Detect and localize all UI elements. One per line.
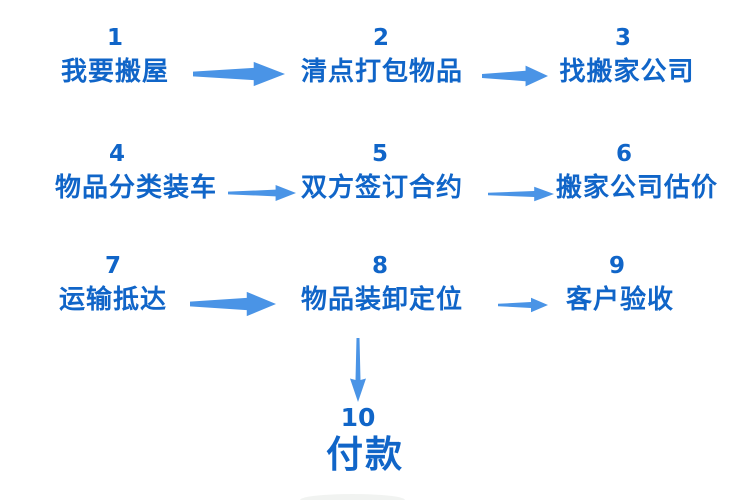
step-label-8: 物品装卸定位 (300, 285, 463, 315)
step-label-9: 客户验收 (565, 285, 674, 315)
arrow-down-icon (346, 338, 370, 402)
step-label-6: 搬家公司估价 (555, 173, 718, 203)
step-label-4: 物品分类装车 (54, 173, 217, 203)
step-number-5: 5 (371, 141, 388, 167)
step-number-7: 7 (104, 253, 121, 279)
arrow-right-icon (228, 183, 296, 203)
step-label-5: 双方签订合约 (300, 173, 463, 203)
step-number-6: 6 (615, 141, 632, 167)
step-number-3: 3 (614, 25, 631, 51)
step-number-4: 4 (108, 141, 125, 167)
arrow-right-icon (482, 64, 548, 88)
step-number-10: 10 (340, 403, 376, 432)
step-label-3: 找搬家公司 (559, 57, 695, 87)
arrow-right-icon (488, 185, 554, 203)
step-number-9: 9 (608, 253, 625, 279)
step-number-8: 8 (371, 253, 388, 279)
step-number-1: 1 (106, 25, 123, 51)
step-label-10: 付款 (326, 433, 404, 476)
cutoff-bottom-graphic (300, 494, 405, 500)
step-label-1: 我要搬屋 (60, 57, 169, 87)
arrow-right-icon (193, 60, 285, 88)
arrow-right-icon (498, 296, 548, 314)
step-number-2: 2 (372, 25, 389, 51)
arrow-right-icon (190, 290, 276, 318)
step-label-7: 运输抵达 (58, 285, 167, 315)
step-label-2: 清点打包物品 (300, 57, 463, 87)
